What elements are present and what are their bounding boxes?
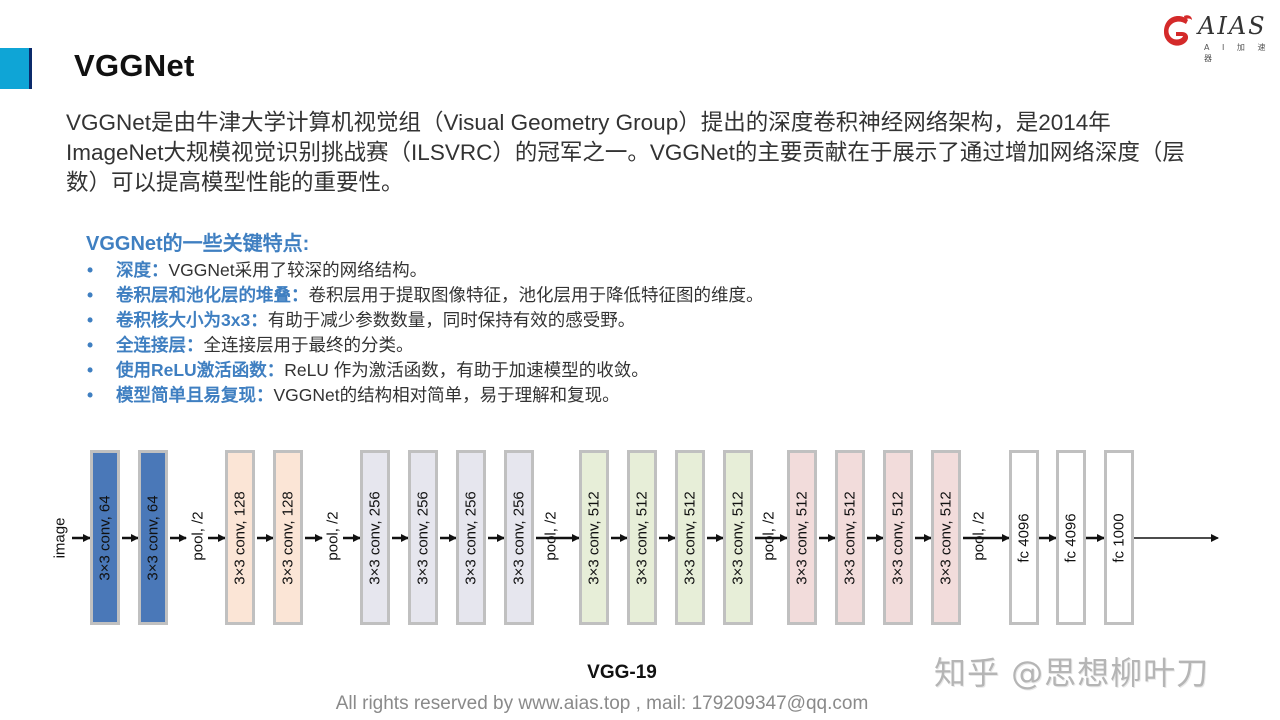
zhihu-watermark: 知乎 @思想柳叶刀: [934, 654, 1210, 692]
block-label: 3×3 conv, 512: [729, 490, 747, 585]
pool-label-3: pool, /2: [542, 511, 560, 561]
block-label: fc 4096: [1062, 512, 1080, 563]
feature-text: VGGNet的结构相对简单，易于理解和复现。: [273, 385, 620, 405]
pool-label-2: pool, /2: [324, 511, 342, 561]
page-title: VGGNet: [74, 48, 195, 83]
conv-block-5-4: 3×3 conv, 512: [931, 450, 961, 625]
feature-text: 有助于减少参数数量，同时保持有效的感受野。: [267, 310, 636, 330]
block-label: 3×3 conv, 512: [793, 490, 811, 585]
logo-subtitle: A I 加 速 器: [1204, 43, 1271, 63]
intro-paragraph: VGGNet是由牛津大学计算机视觉组（Visual Geometry Group…: [66, 110, 1185, 195]
feature-key: 深度：: [116, 260, 169, 280]
block-label: 3×3 conv, 256: [510, 490, 528, 585]
conv-block-5-1: 3×3 conv, 512: [787, 450, 817, 625]
pool-label-4: pool, /2: [760, 511, 778, 561]
feature-text: VGGNet采用了较深的网络结构。: [168, 260, 428, 280]
bullet-icon: •: [87, 260, 94, 280]
features-list: • 深度：VGGNet采用了较深的网络结构。 • 卷积层和池化层的堆叠：卷积层用于提…: [86, 258, 986, 408]
block-label: 3×3 conv, 512: [841, 490, 859, 585]
feature-item-relu: • 使用ReLU激活函数：ReLU 作为激活函数，有助于加速模型的收敛。: [86, 358, 986, 383]
conv-block-1-1: 3×3 conv, 64: [90, 450, 120, 625]
feature-text: 卷积层用于提取图像特征，池化层用于降低特征图的维度。: [308, 285, 764, 305]
conv-block-4-1: 3×3 conv, 512: [579, 450, 609, 625]
flow-arrows: [72, 534, 1219, 542]
fc-block-1: fc 4096: [1009, 450, 1039, 625]
block-label: 3×3 conv, 64: [144, 494, 162, 581]
fc-block-3: fc 1000: [1104, 450, 1134, 625]
block-label: 3×3 conv, 512: [889, 490, 907, 585]
conv-block-4-4: 3×3 conv, 512: [723, 450, 753, 625]
block-label: 3×3 conv, 256: [366, 490, 384, 585]
conv-block-3-2: 3×3 conv, 256: [408, 450, 438, 625]
feature-text: 全连接层用于最终的分类。: [203, 335, 414, 355]
feature-item-fc-layers: • 全连接层：全连接层用于最终的分类。: [86, 333, 986, 358]
title-accent-bar: [0, 48, 29, 89]
key-features-section: VGGNet的一些关键特点: • 深度：VGGNet采用了较深的网络结构。 • 卷积…: [86, 230, 986, 408]
feature-key: 全连接层：: [116, 335, 204, 355]
bullet-icon: •: [87, 310, 94, 330]
block-label: 3×3 conv, 256: [462, 490, 480, 585]
conv-block-2-2: 3×3 conv, 128: [273, 450, 303, 625]
feature-item-depth: • 深度：VGGNet采用了较深的网络结构。: [86, 258, 986, 283]
copyright-footer: All rights reserved by www.aias.top , ma…: [335, 693, 869, 714]
pool-label-5: pool, /2: [970, 511, 988, 561]
conv-block-3-3: 3×3 conv, 256: [456, 450, 486, 625]
logo-brand-text: AIAS: [1198, 12, 1267, 40]
diagram-caption: VGG-19: [587, 662, 657, 683]
conv-block-1-2: 3×3 conv, 64: [138, 450, 168, 625]
conv-block-3-1: 3×3 conv, 256: [360, 450, 390, 625]
feature-item-stacking: • 卷积层和池化层的堆叠：卷积层用于提取图像特征，池化层用于降低特征图的维度。: [86, 283, 986, 308]
block-label: 3×3 conv, 512: [937, 490, 955, 585]
feature-item-simplicity: • 模型简单且易复现：VGGNet的结构相对简单，易于理解和复现。: [86, 383, 986, 408]
block-label: 3×3 conv, 128: [279, 490, 297, 585]
dragon-swirl-icon: [1164, 15, 1192, 46]
block-label: 3×3 conv, 512: [681, 490, 699, 585]
fc-block-2: fc 4096: [1056, 450, 1086, 625]
block-label: 3×3 conv, 512: [633, 490, 651, 585]
feature-key: 卷积核大小为3x3：: [116, 310, 268, 330]
conv-block-5-3: 3×3 conv, 512: [883, 450, 913, 625]
aias-logo: AIAS A I 加 速 器: [1158, 8, 1273, 63]
pool-label-1: pool, /2: [189, 511, 207, 561]
feature-key: 模型简单且易复现：: [116, 385, 274, 405]
conv-block-4-3: 3×3 conv, 512: [675, 450, 705, 625]
features-heading: VGGNet的一些关键特点:: [86, 233, 310, 255]
block-label: 3×3 conv, 256: [414, 490, 432, 585]
feature-item-kernel-size: • 卷积核大小为3x3：有助于减少参数数量，同时保持有效的感受野。: [86, 308, 986, 333]
bullet-icon: •: [87, 360, 94, 380]
block-label: 3×3 conv, 64: [96, 494, 114, 581]
vgg19-architecture-diagram: image 3×3 conv, 64 3×3 conv, 64 pool, /2…: [0, 440, 1280, 640]
bullet-icon: •: [87, 335, 94, 355]
conv-block-2-1: 3×3 conv, 128: [225, 450, 255, 625]
bullet-icon: •: [87, 385, 94, 405]
block-label: fc 4096: [1015, 512, 1033, 563]
title-accent-edge: [29, 48, 32, 89]
bullet-icon: •: [87, 285, 94, 305]
block-label: fc 1000: [1110, 512, 1128, 563]
block-label: 3×3 conv, 128: [231, 490, 249, 585]
block-label: 3×3 conv, 512: [585, 490, 603, 585]
feature-text: ReLU 作为激活函数，有助于加速模型的收敛。: [284, 360, 649, 380]
conv-block-3-4: 3×3 conv, 256: [504, 450, 534, 625]
input-image-label: image: [51, 517, 69, 559]
feature-key: 卷积层和池化层的堆叠：: [116, 285, 309, 305]
feature-key: 使用ReLU激活函数：: [116, 360, 285, 380]
conv-block-4-2: 3×3 conv, 512: [627, 450, 657, 625]
conv-block-5-2: 3×3 conv, 512: [835, 450, 865, 625]
